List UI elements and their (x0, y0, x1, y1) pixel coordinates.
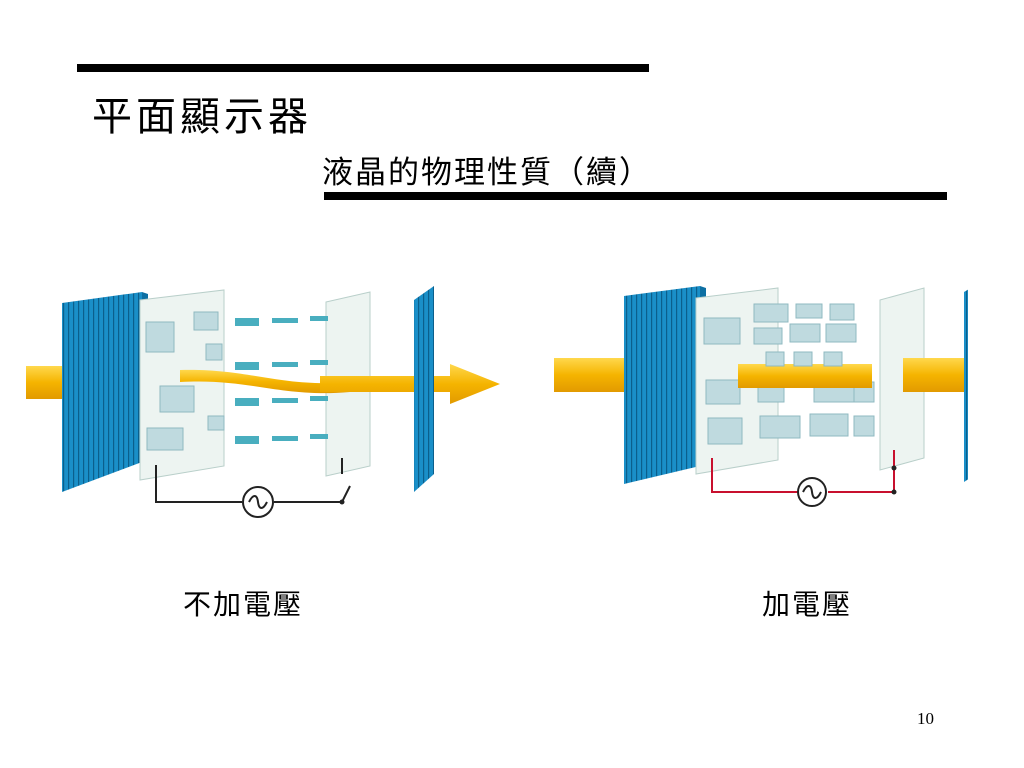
title-rule-top (77, 64, 649, 72)
rear-polarizer (964, 289, 968, 482)
page-subtitle: 液晶的物理性質（續） (322, 155, 652, 191)
ac-wave-glyph (248, 495, 268, 509)
light-beam-segment (903, 358, 965, 392)
light-beam-blocked (738, 364, 872, 388)
glass-plate-back (879, 287, 925, 471)
ac-wave-glyph (802, 485, 822, 499)
liquid-crystal-molecules-overlay (765, 351, 843, 367)
front-polarizer (62, 292, 142, 492)
switch-icon (339, 499, 345, 505)
arrow-icon (320, 364, 500, 404)
switch-contact (891, 465, 897, 471)
light-beam-twist (180, 369, 350, 394)
liquid-crystal-molecules (235, 316, 328, 444)
page-title: 平面顯示器 (92, 94, 312, 140)
lcd-diagram-with-voltage (554, 286, 968, 507)
switch-icon (891, 489, 897, 495)
page-number: 10 (917, 709, 934, 728)
caption-with-voltage: 加電壓 (762, 588, 853, 621)
caption-no-voltage: 不加電壓 (183, 588, 304, 621)
lcd-diagram-no-voltage (26, 286, 500, 518)
rear-polarizer (414, 286, 434, 492)
front-polarizer (624, 286, 700, 484)
subtitle-rule (324, 192, 947, 200)
liquid-crystal-molecules-front (145, 311, 225, 451)
